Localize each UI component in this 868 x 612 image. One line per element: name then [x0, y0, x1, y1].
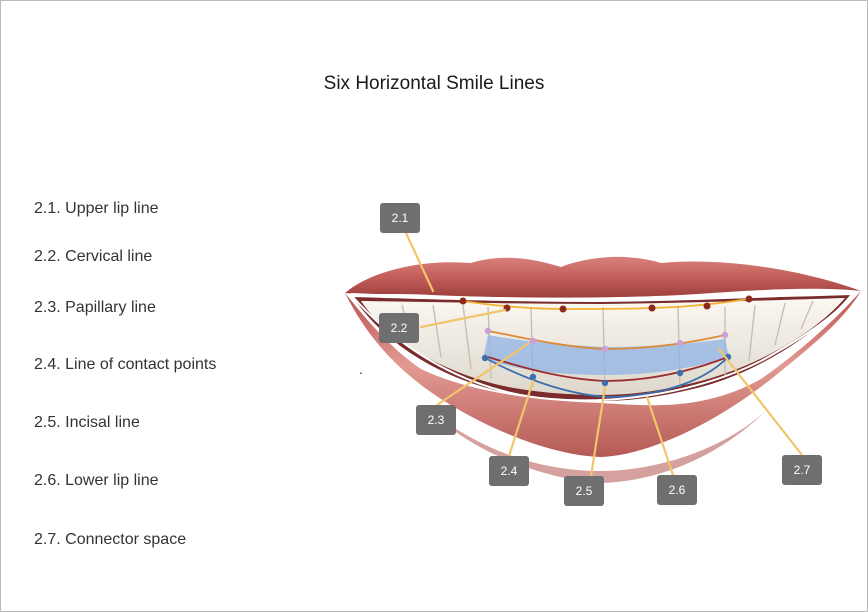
cervical-point: [560, 306, 567, 313]
svg-text:2.7: 2.7: [794, 463, 811, 477]
papilla-point: [530, 338, 536, 344]
contact-point: [602, 380, 608, 386]
tag-2-6: 2.6: [657, 475, 697, 505]
svg-text:2.5: 2.5: [576, 484, 593, 498]
papilla-point: [602, 346, 608, 352]
contact-point: [677, 370, 683, 376]
cervical-point: [649, 305, 656, 312]
contact-point: [530, 374, 536, 380]
papilla-point: [485, 328, 491, 334]
tag-2-3: 2.3: [416, 405, 456, 435]
cervical-point: [746, 296, 753, 303]
svg-text:2.6: 2.6: [669, 483, 686, 497]
tag-2-4: 2.4: [489, 456, 529, 486]
tag-2-7: 2.7: [782, 455, 822, 485]
papilla-point: [677, 340, 683, 346]
papilla-point: [722, 332, 728, 338]
svg-text:2.3: 2.3: [428, 413, 445, 427]
contact-point: [482, 355, 488, 361]
tag-2-1: 2.1: [380, 203, 420, 233]
svg-text:2.4: 2.4: [501, 464, 518, 478]
cervical-point: [460, 298, 467, 305]
upper-lip: [345, 257, 861, 298]
svg-text:2.2: 2.2: [391, 321, 408, 335]
tag-2-5: 2.5: [564, 476, 604, 506]
tag-2-2: 2.2: [379, 313, 419, 343]
cervical-point: [704, 303, 711, 310]
svg-text:2.1: 2.1: [392, 211, 409, 225]
